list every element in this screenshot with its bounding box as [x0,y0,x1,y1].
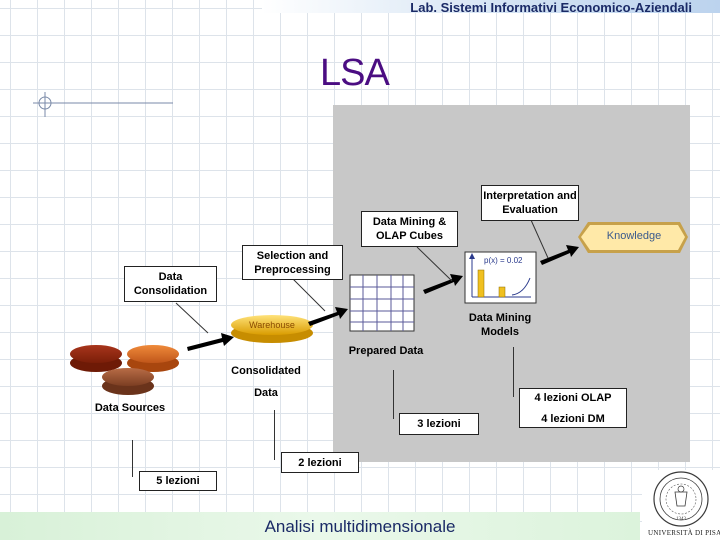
university-seal: 1343 [642,470,720,540]
data-source-disk-orange [127,345,179,372]
consolidated-data-label-line2: Data [254,387,278,399]
connector-mining [416,246,453,282]
decorative-crosshair [33,92,173,117]
header-title: Lab. Sistemi Informativi Economico-Azien… [410,0,692,15]
data-mining-olap-box: Data Mining & OLAP Cubes [361,211,458,247]
consolidated-data-label-line1: Consolidated [231,365,301,377]
warehouse-label: Warehouse [249,320,295,330]
prepared-data-grid [349,274,415,332]
leader-line-prepared [393,370,394,419]
probability-formula: p(x) = 0.02 [484,256,523,265]
lessons-sources-box: 5 lezioni [139,471,217,491]
prepared-data-label: Prepared Data [348,345,424,357]
warehouse-disk [231,315,313,343]
leader-line-models [513,347,514,397]
data-consolidation-box: Data Consolidation [124,266,217,302]
connector-selection [292,278,326,312]
data-mining-model-chart [464,251,537,304]
arrow-sources-to-warehouse [187,333,234,351]
lessons-consolidated-box: 2 lezioni [281,452,359,473]
knowledge-shape [578,222,688,253]
data-source-disk-brown [102,368,154,395]
seal-emblem: 1343 [653,471,709,527]
lessons-dm: 4 lezioni DM [541,413,605,425]
data-mining-models-label: Data Mining Models [468,312,532,338]
arrow-warehouse-to-prepared [308,307,348,326]
seal-year: 1343 [676,517,687,522]
data-source-disk-red [70,345,122,372]
slide-title: LSA [320,52,390,94]
seal-caption: UNIVERSITÀ DI PISA [648,529,720,537]
lessons-prepared-box: 3 lezioni [399,413,479,435]
leader-line-sources [132,440,133,477]
arrow-models-to-knowledge [540,245,579,265]
header-bar [262,0,720,13]
leader-line-consolidated [274,410,275,460]
data-sources-label: Data Sources [94,402,166,414]
footer-bar [0,512,640,540]
arrow-prepared-to-models [423,274,463,294]
knowledge-label: Knowledge [606,230,662,242]
footer-text: Analisi multidimensionale [264,517,456,536]
selection-preprocessing-box: Selection and Preprocessing [242,245,343,280]
lessons-olap-dm-box: 4 lezioni OLAP 4 lezioni DM [519,388,627,428]
connector-interpretation [530,219,549,259]
interpretation-evaluation-box: Interpretation and Evaluation [481,185,579,221]
lessons-olap: 4 lezioni OLAP [534,392,612,404]
connector-consolidation [175,302,209,334]
